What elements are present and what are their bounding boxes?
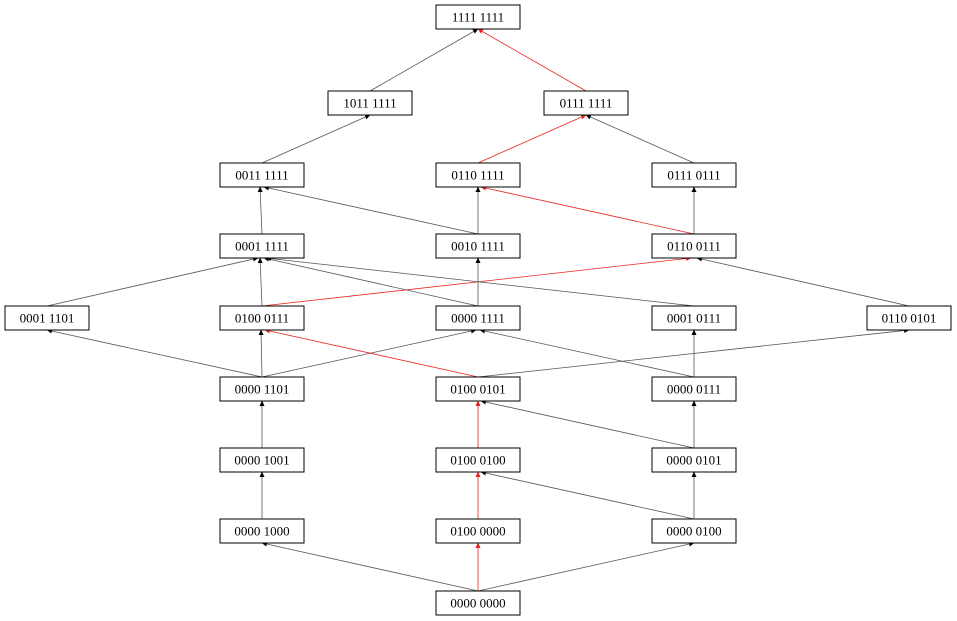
edge-00101111-to-00111111 [263, 185, 479, 235]
node-00010111: 0001 0111 [651, 305, 737, 331]
node-label: 1011 1111 [343, 96, 396, 111]
node-00000100: 0000 0100 [651, 518, 737, 544]
node-box [219, 162, 305, 188]
node-label: 0110 0111 [667, 239, 721, 254]
node-label: 0100 0101 [450, 382, 505, 397]
edge-00000000-to-00000100 [477, 541, 695, 592]
node-box [543, 90, 629, 116]
edge-00001101-to-00001111 [261, 328, 477, 378]
nodes-layer: 1111 1111 1011 1111 0111 1111 0011 1111 0110… [4, 4, 952, 616]
node-01101111: 0110 1111 [435, 162, 521, 188]
node-box [651, 518, 737, 544]
edge-01000101-to-01100101 [477, 328, 910, 378]
node-box [219, 518, 305, 544]
edge-01111111-to-11111111-highlighted [477, 28, 587, 92]
node-box [435, 590, 521, 616]
node-01100111: 0110 0111 [651, 233, 737, 259]
node-00000111: 0000 0111 [651, 376, 737, 402]
node-label: 0110 0101 [882, 311, 937, 326]
node-box [435, 305, 521, 331]
edge-00011111-to-00111111 [257, 186, 263, 235]
node-box [435, 447, 521, 473]
node-label: 0011 1111 [235, 168, 288, 183]
node-00011111: 0001 1111 [219, 233, 305, 259]
node-box [866, 305, 952, 331]
node-11111111: 1111 1111 [435, 4, 521, 30]
node-01110111: 0111 0111 [651, 162, 737, 188]
edges-layer [46, 28, 910, 592]
edge-00011101-to-00011111 [46, 256, 259, 307]
edge-00001101-to-00011101 [46, 328, 263, 378]
node-00111111: 0011 1111 [219, 162, 305, 188]
edge-00010111-to-00011111 [265, 256, 695, 307]
edge-00001111-to-00011111 [263, 256, 479, 307]
node-01000101: 0100 0101 [435, 376, 521, 402]
node-00101111: 0010 1111 [435, 233, 521, 259]
node-label: 0000 0000 [450, 596, 505, 611]
node-label: 0001 0111 [667, 311, 721, 326]
edge-00000101-to-01000101 [480, 399, 695, 449]
node-label: 0000 1001 [234, 453, 289, 468]
node-label: 0000 0111 [667, 382, 721, 397]
node-label: 0000 1101 [235, 382, 290, 397]
node-00001111: 0000 1111 [435, 305, 521, 331]
edge-01100111-to-01101111-highlighted [480, 185, 695, 235]
node-box [435, 376, 521, 402]
node-00001101: 0000 1101 [219, 376, 305, 402]
node-label: 0010 1111 [451, 239, 505, 254]
node-box [651, 305, 737, 331]
node-box [651, 233, 737, 259]
edge-01110111-to-01111111 [585, 114, 695, 164]
node-label: 0000 1111 [451, 311, 505, 326]
node-01111111: 0111 1111 [543, 90, 629, 116]
edge-01100101-to-01100111 [696, 256, 910, 307]
node-00011101: 0001 1101 [4, 305, 90, 331]
node-box [651, 447, 737, 473]
node-label: 0111 0111 [667, 168, 720, 183]
node-01000000: 0100 0000 [435, 518, 521, 544]
node-box [327, 90, 413, 116]
node-label: 0000 0101 [666, 453, 721, 468]
edge-00000100-to-01000100 [480, 470, 695, 520]
node-box [435, 162, 521, 188]
node-01000100: 0100 0100 [435, 447, 521, 473]
node-label: 1111 1111 [452, 10, 504, 25]
node-box [219, 376, 305, 402]
node-00000101: 0000 0101 [651, 447, 737, 473]
node-10111111: 1011 1111 [327, 90, 413, 116]
node-01000111: 0100 0111 [219, 305, 305, 331]
node-box [219, 447, 305, 473]
node-01100101: 0110 0101 [866, 305, 952, 331]
edge-10111111-to-11111111 [369, 28, 479, 92]
node-00001000: 0000 1000 [219, 518, 305, 544]
node-label: 0000 1000 [234, 524, 289, 539]
node-00001001: 0000 1001 [219, 447, 305, 473]
edge-00111111-to-10111111 [261, 114, 371, 164]
node-box [435, 4, 521, 30]
node-box [651, 162, 737, 188]
node-label: 0000 0100 [666, 524, 721, 539]
edge-01000101-to-01000111-highlighted [264, 328, 479, 378]
node-label: 0100 0100 [450, 453, 505, 468]
node-label: 0001 1111 [235, 239, 289, 254]
edge-01000111-to-00011111 [257, 257, 263, 307]
node-box [219, 305, 305, 331]
node-label: 0001 1101 [20, 311, 75, 326]
node-box [651, 376, 737, 402]
edge-00000111-to-00001111 [479, 328, 695, 378]
node-label: 0100 0000 [450, 524, 505, 539]
edge-01101111-to-01111111-highlighted [477, 114, 587, 164]
node-box [219, 233, 305, 259]
node-box [435, 518, 521, 544]
node-00000000: 0000 0000 [435, 590, 521, 616]
edge-00001101-to-01000111 [258, 329, 264, 378]
node-label: 0111 1111 [560, 96, 613, 111]
node-box [4, 305, 90, 331]
node-label: 0110 1111 [451, 168, 504, 183]
edge-00000000-to-00001000 [261, 541, 479, 592]
node-box [435, 233, 521, 259]
node-label: 0100 0111 [235, 311, 289, 326]
